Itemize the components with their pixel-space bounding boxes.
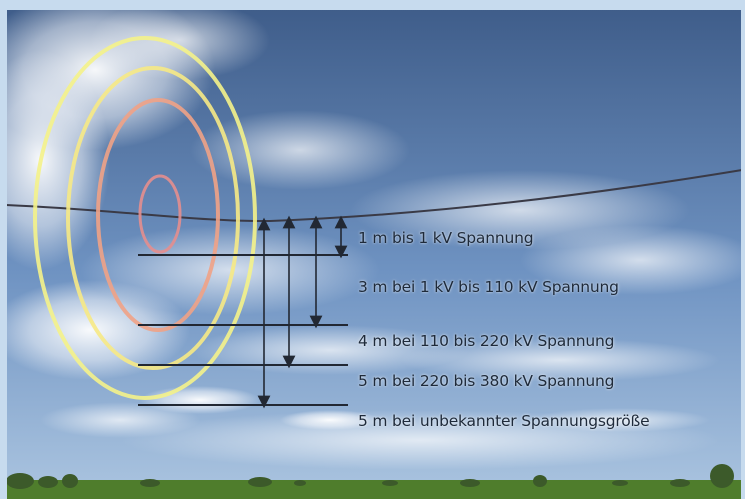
ground [6,480,742,499]
legend-label-3m: 3 m bei 1 kV bis 110 kV Spannung [358,278,619,296]
danger-zone-rings [33,36,257,400]
distance-markers [138,215,348,409]
horizon [6,464,742,499]
frame-right [741,0,745,499]
legend-label-1m: 1 m bis 1 kV Spannung [358,229,534,247]
frame-top [0,0,745,10]
ring-salmon [96,98,220,332]
power-line [5,169,743,223]
legend-label-4m: 4 m bei 110 bis 220 kV Spannung [358,332,615,350]
ring-outer-yellow [33,36,257,400]
frame-left [0,0,7,499]
legend-label-unknown: 5 m bei unbekannter Spannungsgröße [358,412,650,430]
ring-inner-pink [138,174,182,254]
treeline [6,464,734,489]
ring-yellow [66,66,240,370]
legend-label-5m: 5 m bei 220 bis 380 kV Spannung [358,372,615,390]
